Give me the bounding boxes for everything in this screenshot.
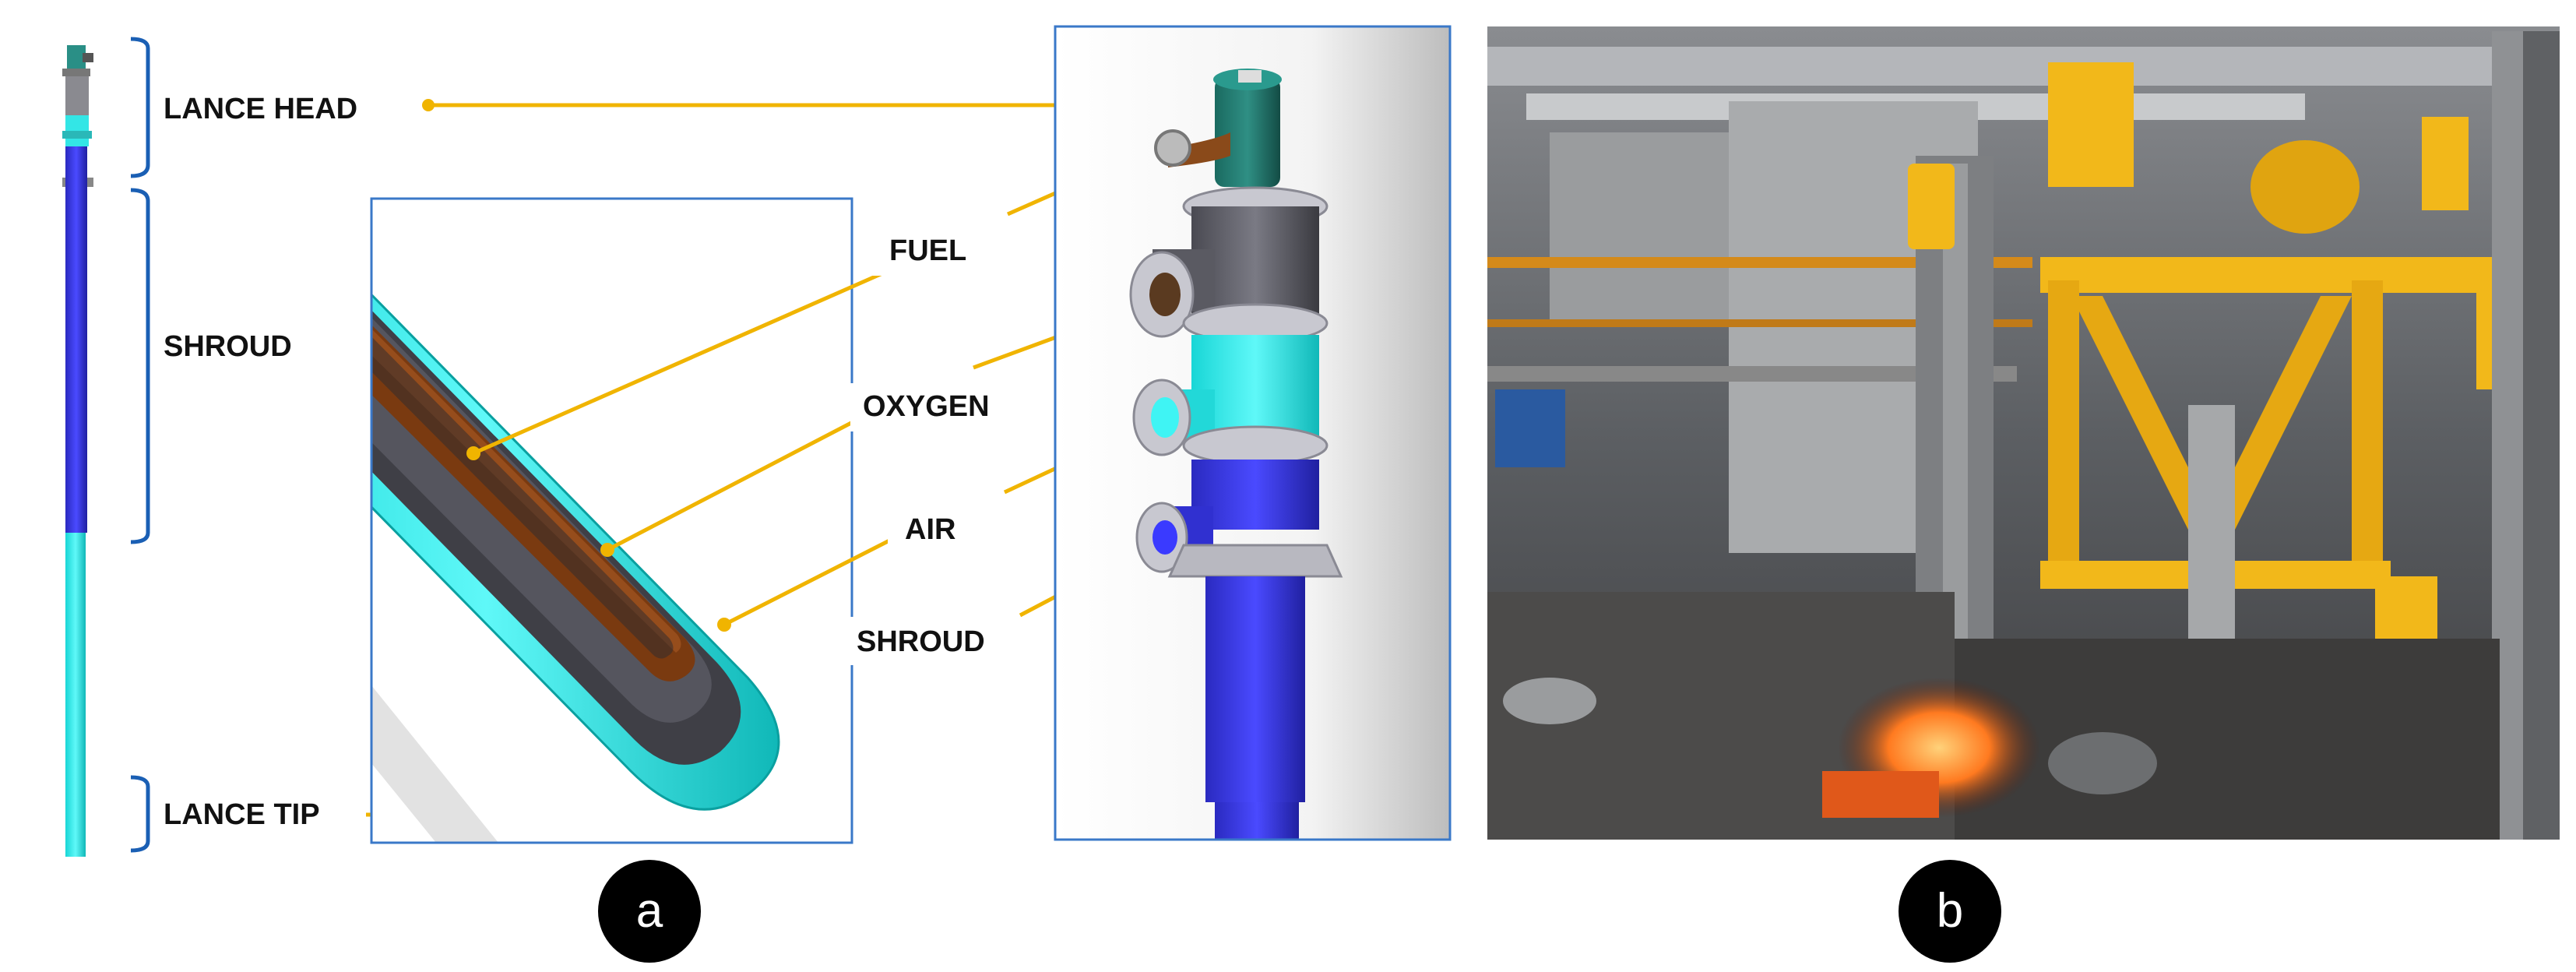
label-lance-tip: LANCE TIP xyxy=(164,798,320,831)
svg-text:b: b xyxy=(1937,884,1963,938)
label-air: AIR xyxy=(888,506,989,555)
panel-marker-b: b xyxy=(1899,860,2001,963)
bracket-shroud xyxy=(130,188,150,544)
svg-text:OXYGEN: OXYGEN xyxy=(863,390,990,423)
svg-text:SHROUD: SHROUD xyxy=(857,625,985,658)
lance-head-drawing xyxy=(1054,25,1452,841)
svg-text:a: a xyxy=(636,884,663,938)
lance-tip-section-inset xyxy=(370,197,853,844)
label-oxygen: OXYGEN xyxy=(850,383,1028,431)
svg-text:AIR: AIR xyxy=(905,513,955,546)
bracket-lance-head xyxy=(130,37,150,178)
svg-text:FUEL: FUEL xyxy=(889,234,966,267)
leader-air-inset xyxy=(717,535,897,632)
furnace-photo xyxy=(1487,26,2560,840)
label-shroud-left: SHROUD xyxy=(164,330,292,363)
leader-oxygen-inset xyxy=(600,410,872,557)
leader-fuel-inset xyxy=(466,269,889,460)
label-shroud-right: SHROUD xyxy=(849,617,1017,665)
full-lance-drawing xyxy=(62,45,93,857)
panel-marker-a: a xyxy=(598,860,701,963)
leader-lance-head xyxy=(422,99,1112,111)
bracket-lance-tip xyxy=(130,775,150,853)
label-lance-head: LANCE HEAD xyxy=(164,93,357,125)
label-fuel: FUEL xyxy=(871,227,1005,276)
